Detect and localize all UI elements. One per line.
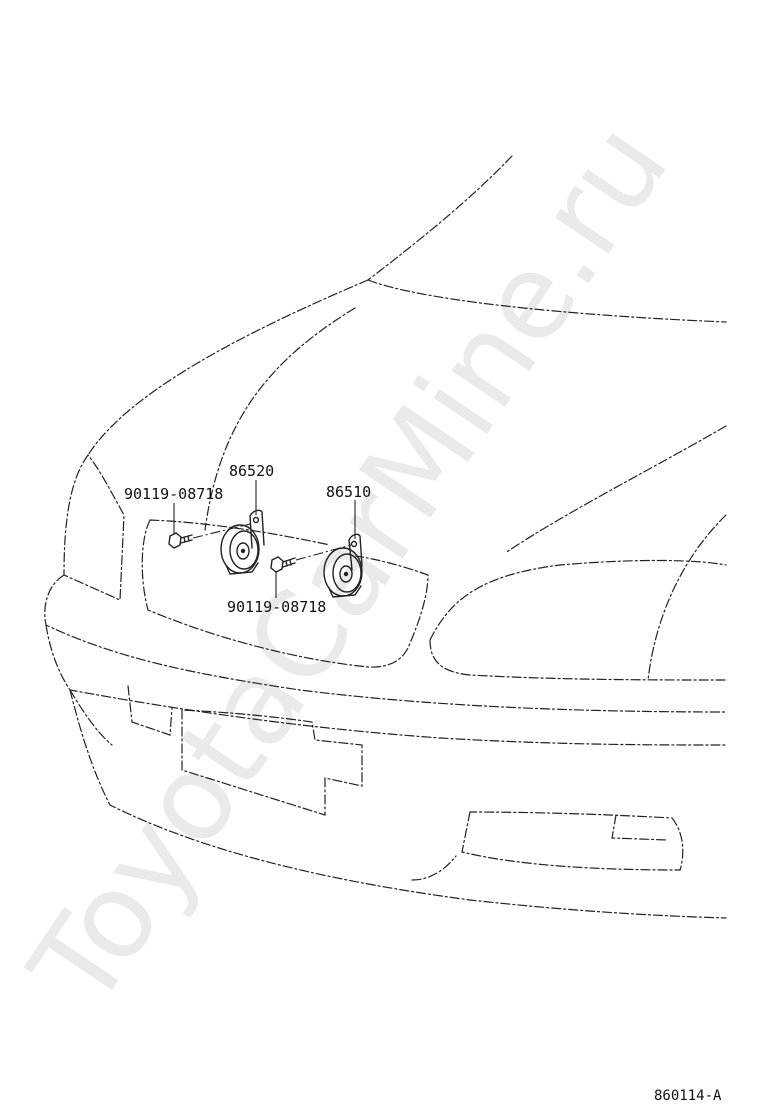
callout-bolt-center: 90119-08718: [227, 598, 326, 616]
bumper-upper: [44, 574, 727, 713]
callout-bolt-left: 90119-08718: [124, 485, 223, 503]
hood-top-line: [367, 279, 727, 323]
license-plate: [181, 709, 363, 816]
bumper-lower: [69, 689, 727, 919]
callout-horn-86520: 86520: [229, 462, 274, 480]
watermark-text: ToyotaCarMine.ru: [3, 99, 694, 1032]
grille-opening: [141, 519, 429, 668]
a-pillar-line: [367, 155, 513, 281]
hood-front-line: [87, 279, 369, 456]
horn-86510-terminal: [343, 571, 349, 577]
callout-horn-86510: 86510: [326, 483, 371, 501]
install-line-center: [295, 544, 352, 561]
bumper-upper-2: [45, 624, 727, 746]
left-headlamp: [63, 454, 125, 601]
bolt-left-shank: [180, 534, 193, 544]
horn-86510-base: [328, 585, 362, 598]
horn-86510-bracket-hole: [350, 540, 358, 548]
spoiler-edge: [411, 855, 457, 881]
horn-86510: [323, 533, 363, 598]
horn-86520-base: [225, 562, 259, 575]
horn-86510-rim: [332, 553, 362, 593]
car-body-outline: [44, 155, 727, 919]
figure-code: 860114-A: [654, 1088, 722, 1104]
watermark: ToyotaCarMine.ru: [3, 99, 694, 1032]
fog-lamp: [611, 814, 669, 841]
bolt-center-shank: [282, 557, 296, 568]
right-headlamp: [429, 559, 727, 681]
plate-recess: [127, 685, 173, 736]
horn-86520-bracket-hole: [252, 516, 260, 524]
right-headlamp-inner: [647, 514, 727, 681]
bolt-center: [270, 556, 296, 573]
right-hood-crease: [504, 425, 727, 554]
horn-86520-center: [236, 542, 250, 560]
bolt-center-head: [270, 556, 284, 573]
install-line-left: [192, 523, 251, 539]
bumper-side: [69, 689, 113, 746]
bolt-left: [168, 532, 193, 549]
horn-86520: [220, 509, 265, 575]
horn-86510-center: [339, 565, 353, 583]
horn-86520-rim: [229, 530, 259, 570]
hood-crease-line: [204, 307, 356, 531]
lower-intake: [461, 811, 684, 871]
horn-86520-terminal: [240, 548, 246, 554]
bolt-left-head: [168, 532, 182, 549]
